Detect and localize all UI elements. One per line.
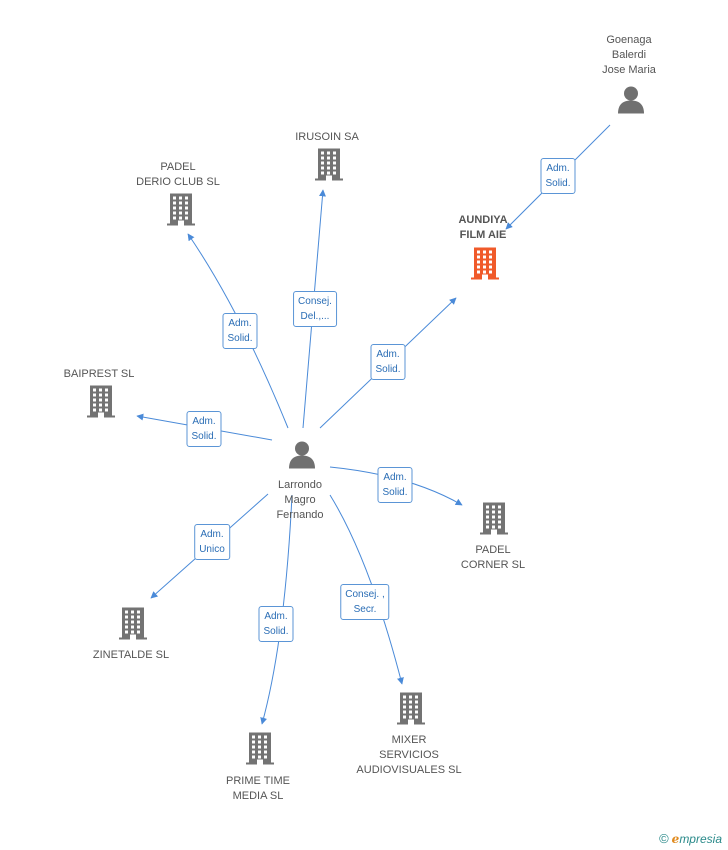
empresia-brand[interactable]: ©empresia <box>659 831 722 846</box>
padel-derio-building-icon[interactable] <box>165 192 197 233</box>
irusoin-building-icon[interactable] <box>313 147 345 188</box>
edge-larrondo-to-mixer <box>329 494 404 685</box>
padel-derio-label[interactable]: PADEL DERIO CLUB SL <box>136 161 220 188</box>
copyright-symbol: © <box>659 831 669 846</box>
zinetalde-building-icon[interactable] <box>117 606 149 647</box>
edge-label-baiprest[interactable]: Adm. Solid. <box>186 411 222 447</box>
padel-corner-label[interactable]: PADEL CORNER SL <box>460 544 526 571</box>
baiprest-building-icon[interactable] <box>85 384 117 425</box>
brand-initial: e <box>671 832 680 846</box>
edge-label-zinetalde[interactable]: Adm. Unico <box>194 524 230 560</box>
padel-corner-building-icon[interactable] <box>478 501 510 542</box>
larrondo-person-icon[interactable] <box>287 440 317 475</box>
edge-label-irusoin[interactable]: Consej. Del.,... <box>293 291 337 327</box>
aundiya-building-icon[interactable] <box>469 246 501 287</box>
irusoin-label[interactable]: IRUSOIN SA <box>295 131 359 143</box>
mixer-label[interactable]: MIXER SERVICIOS AUDIOVISUALES SL <box>356 734 462 776</box>
edge-label-mixer[interactable]: Consej. , Secr. <box>340 584 390 620</box>
goenaga-person-icon[interactable] <box>616 85 646 120</box>
edge-label-aundiya[interactable]: Adm. Solid. <box>370 344 406 380</box>
edge-label-aundiya[interactable]: Adm. Solid. <box>540 158 576 194</box>
edge-label-padel-corner[interactable]: Adm. Solid. <box>377 467 413 503</box>
prime-time-building-icon[interactable] <box>244 731 276 772</box>
goenaga-label[interactable]: Goenaga Balerdi Jose Maria <box>602 34 656 76</box>
brand-name: mpresia <box>679 832 722 846</box>
larrondo-label[interactable]: Larrondo Magro Fernando <box>276 479 324 521</box>
mixer-building-icon[interactable] <box>395 691 427 732</box>
edge-label-prime-time[interactable]: Adm. Solid. <box>258 606 294 642</box>
prime-time-label[interactable]: PRIME TIME MEDIA SL <box>226 775 290 802</box>
zinetalde-label[interactable]: ZINETALDE SL <box>92 649 170 661</box>
baiprest-label[interactable]: BAIPREST SL <box>63 368 135 380</box>
aundiya-label[interactable]: AUNDIYA FILM AIE <box>458 214 508 241</box>
edge-label-padel-derio[interactable]: Adm. Solid. <box>222 313 258 349</box>
